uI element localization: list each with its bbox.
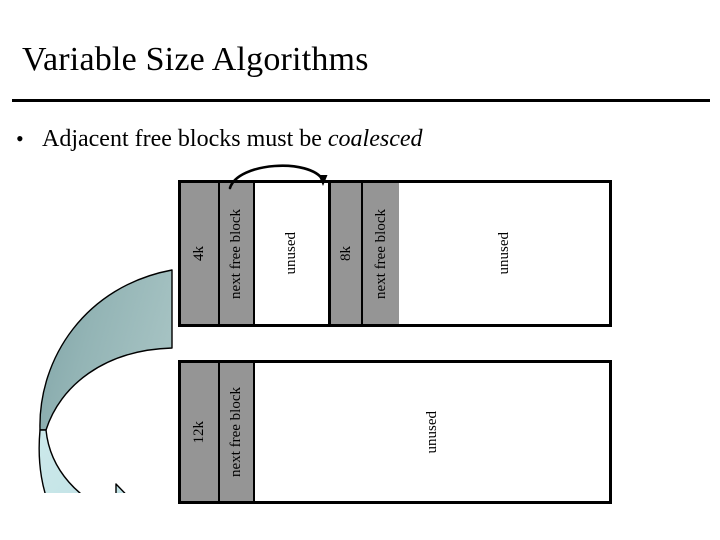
unused-label: unused xyxy=(495,232,512,275)
coalesce-pointer-arrow-icon xyxy=(228,164,328,190)
block-size-cell-4k: 4k xyxy=(181,183,218,324)
next-free-block-pointer-cell-1: next free block xyxy=(218,183,253,324)
bullet-text-emphasis: coalesced xyxy=(327,126,423,152)
next-free-block-label: next free block xyxy=(372,208,389,299)
block-size-cell-12k: 12k xyxy=(181,363,218,501)
memory-row-before-coalescing: 4k next free block unused 8k next free b… xyxy=(178,180,612,327)
unused-space-cell-3: unused xyxy=(253,363,609,501)
unused-label: unused xyxy=(283,232,299,275)
page-title: Variable Size Algorithms xyxy=(22,41,369,78)
block-size-label: 8k xyxy=(337,246,354,261)
block-size-cell-8k: 8k xyxy=(328,183,361,324)
next-free-block-label: next free block xyxy=(228,208,244,299)
bullet-text: Adjacent free blocks must be xyxy=(42,126,328,152)
title-divider xyxy=(12,99,710,102)
next-free-block-pointer-cell-3: next free block xyxy=(218,363,253,501)
memory-row-after-coalescing: 12k next free block unused xyxy=(178,360,612,504)
block-size-label: 4k xyxy=(191,246,207,261)
coalesce-uturn-arrow-icon xyxy=(38,269,173,493)
unused-label: unused xyxy=(423,410,440,454)
bullet-item: • Adjacent free blocks must be coalesced xyxy=(16,124,423,154)
block-size-label: 12k xyxy=(191,420,207,444)
unused-space-cell-2: unused xyxy=(399,183,609,324)
next-free-block-label: next free block xyxy=(228,387,244,477)
bullet-marker-icon: • xyxy=(16,126,24,151)
next-free-block-pointer-cell-2: next free block xyxy=(361,183,399,324)
unused-space-cell-1: unused xyxy=(253,183,328,324)
